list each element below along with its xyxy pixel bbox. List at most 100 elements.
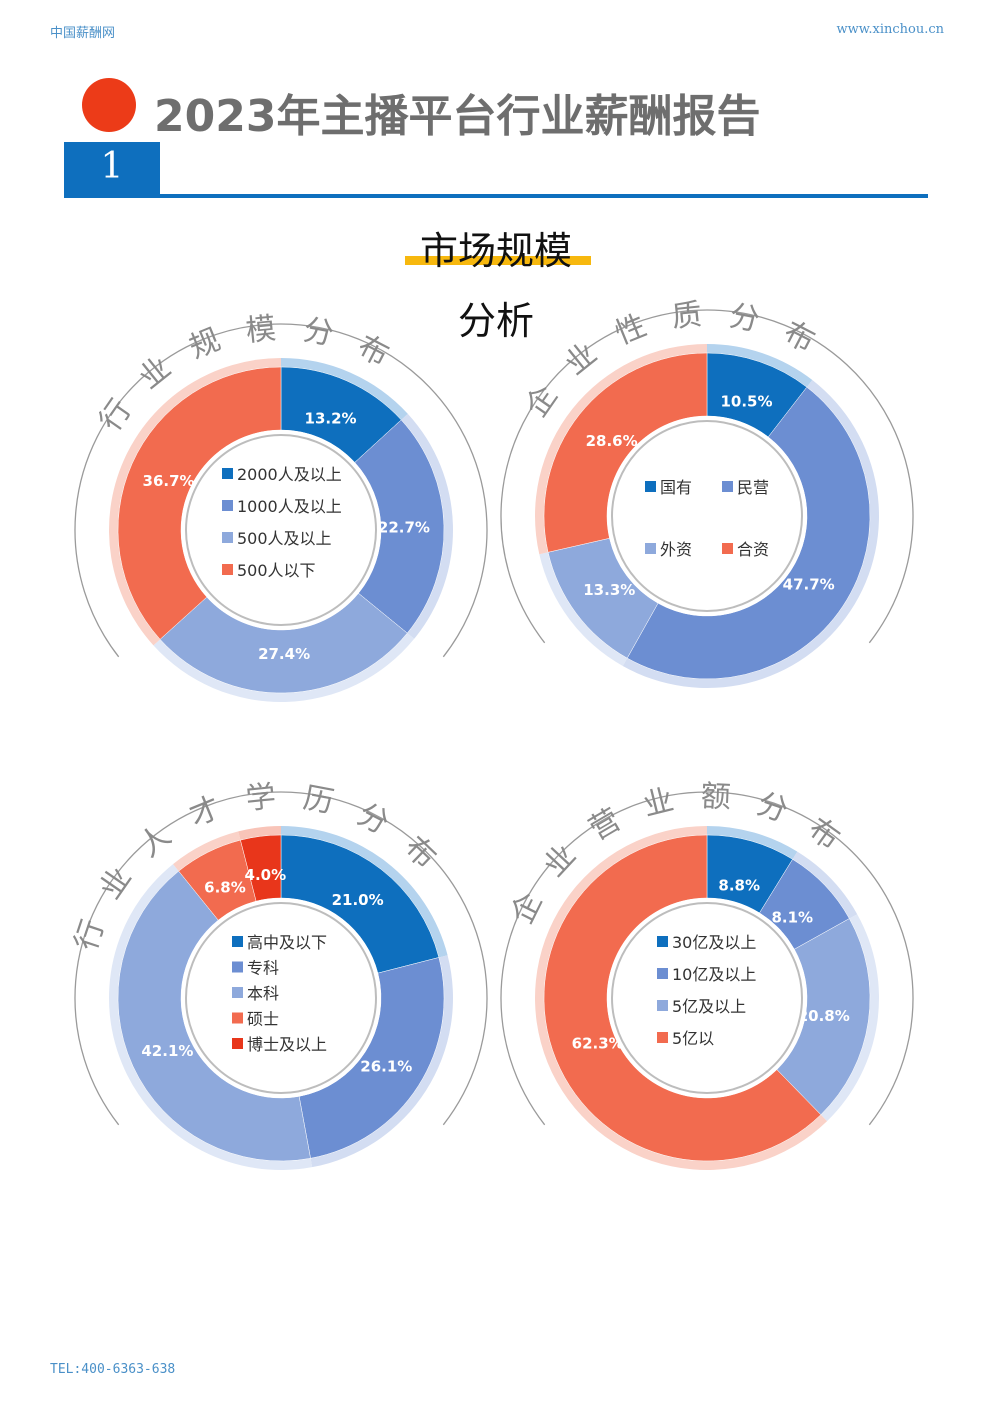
chart-title: 企业营业额分布 <box>505 779 846 929</box>
slice-ring-4 <box>173 831 241 872</box>
page-title: 2023年主播平台行业薪酬报告 <box>154 91 761 142</box>
decorative-outer-arc <box>74 791 488 1126</box>
legend-swatch <box>232 1012 243 1024</box>
data-label: 13.2% <box>305 409 357 427</box>
legend-label: 硕士 <box>247 1010 279 1029</box>
legend-swatch <box>645 543 656 554</box>
legend-label: 500人以下 <box>237 561 316 580</box>
legend-label: 1000人及以上 <box>237 497 342 516</box>
chart-title-char: 额 <box>700 779 731 815</box>
header-url[interactable]: www.xinchou.cn <box>836 22 944 37</box>
chart-title-char: 人 <box>133 818 178 864</box>
slice-ring-1 <box>281 358 408 420</box>
chart-title-char: 布 <box>778 315 821 360</box>
legend-swatch <box>222 564 233 575</box>
donut-chart-2: 10.5%47.7%13.3%28.6%国有民营外资合资企业性质分布 <box>500 297 914 688</box>
legend-swatch <box>722 543 733 554</box>
data-label: 6.8% <box>204 878 246 896</box>
chart-title-char: 分 <box>300 313 336 353</box>
legend-label: 5亿以 <box>672 1029 714 1048</box>
legend-label: 10亿及以上 <box>672 965 756 984</box>
legend-swatch <box>232 936 243 947</box>
chart-title-char: 业 <box>559 336 604 382</box>
data-label: 42.1% <box>141 1042 193 1060</box>
section-title-highlight <box>405 256 591 265</box>
decorative-outer-arc <box>500 791 914 1126</box>
legend-swatch <box>232 1038 243 1049</box>
chart-title-char: 业 <box>537 838 583 884</box>
data-label: 4.0% <box>245 866 287 884</box>
legend-swatch <box>657 936 668 947</box>
legend-label: 专科 <box>247 959 279 978</box>
chart-title-char: 质 <box>670 297 703 335</box>
legend-ring <box>185 434 377 626</box>
chart-title-char: 规 <box>184 322 225 366</box>
legend-ring <box>611 902 803 1094</box>
chart-title-char: 学 <box>244 779 277 817</box>
decorative-outer-arc <box>500 309 914 644</box>
title-dot-icon <box>82 78 136 132</box>
donut-chart-4: 8.8%8.1%20.8%62.3%30亿及以上10亿及以上5亿及以上5亿以企业… <box>500 779 914 1170</box>
slice-ring-2 <box>401 413 454 639</box>
legend-swatch <box>657 968 668 979</box>
legend-label: 外资 <box>660 540 692 559</box>
data-label: 62.3% <box>572 1034 624 1052</box>
legend-label: 国有 <box>660 478 692 497</box>
data-label: 8.8% <box>718 876 760 894</box>
chart-title-char: 业 <box>133 350 178 396</box>
chart-title-char: 模 <box>244 311 277 349</box>
data-label: 20.8% <box>798 1007 850 1025</box>
header-site-name: 中国薪酬网 <box>50 26 116 41</box>
section-divider <box>64 194 928 198</box>
legend-label: 500人及以上 <box>237 529 332 548</box>
slice-ring-3 <box>539 552 628 666</box>
section-number-box <box>64 142 160 194</box>
data-label: 10.5% <box>720 393 772 411</box>
legend-swatch <box>645 481 656 492</box>
legend-label: 博士及以上 <box>247 1035 327 1054</box>
chart-title-char: 营 <box>583 802 627 847</box>
legend-label: 2000人及以上 <box>237 465 342 484</box>
slice-ring-3 <box>820 914 880 1122</box>
chart-title-char: 分 <box>726 299 762 339</box>
footer-phone: TEL:400-6363-638 <box>50 1362 176 1377</box>
decorative-outer-arc <box>74 323 488 658</box>
chart-title-char: 性 <box>610 308 651 352</box>
legend-label: 30亿及以上 <box>672 933 756 952</box>
data-label: 22.7% <box>378 519 430 537</box>
data-label: 27.4% <box>258 645 310 663</box>
chart-title-char: 布 <box>352 329 395 374</box>
chart-title-char: 行 <box>69 915 112 954</box>
chart-title-char: 布 <box>397 830 443 876</box>
legend-swatch <box>657 1000 668 1011</box>
slice-ring-3 <box>153 633 415 703</box>
legend-swatch <box>722 481 733 492</box>
data-label: 8.1% <box>771 908 813 926</box>
legend-swatch <box>657 1032 668 1043</box>
data-label: 47.7% <box>783 575 835 593</box>
data-label: 28.6% <box>586 432 638 450</box>
chart-title-char: 分 <box>753 787 793 830</box>
slice-ring-4 <box>535 826 828 1170</box>
data-label: 26.1% <box>360 1057 412 1075</box>
section-title-line2: 分析 <box>457 299 534 343</box>
legend-ring <box>611 420 803 612</box>
slice-ring-1 <box>707 826 798 860</box>
legend-swatch <box>222 468 233 479</box>
legend-swatch <box>222 532 233 543</box>
legend-swatch <box>232 961 243 973</box>
slice-ring-5 <box>238 826 281 841</box>
section-title: 市场规模 <box>419 229 572 273</box>
slice-ring-1 <box>281 826 448 958</box>
legend-label: 合资 <box>737 540 769 559</box>
chart-title-char: 企 <box>505 887 550 929</box>
chart-title-char: 业 <box>640 782 678 823</box>
legend-label: 高中及以下 <box>247 933 327 952</box>
legend-label: 5亿及以上 <box>672 997 746 1016</box>
chart-title-char: 分 <box>352 797 395 842</box>
legend-label: 民营 <box>737 478 769 497</box>
data-label: 21.0% <box>332 891 384 909</box>
legend-label: 本科 <box>247 984 279 1003</box>
